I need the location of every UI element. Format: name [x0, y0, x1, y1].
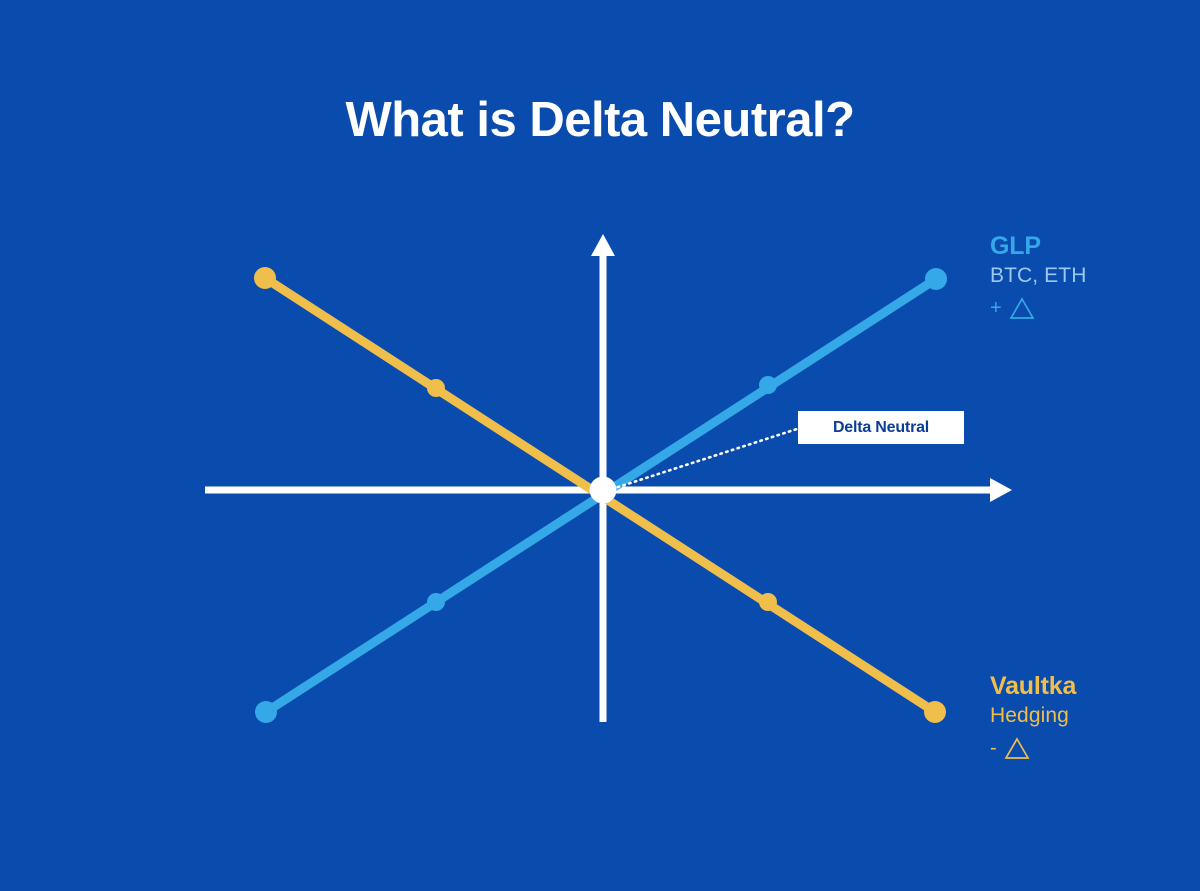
- glp-point-end: [925, 268, 947, 290]
- triangle-outline-icon: [1009, 296, 1035, 319]
- x-axis-arrowhead: [990, 478, 1012, 502]
- legend-vaultka-title: Vaultka: [990, 672, 1077, 700]
- legend-glp-title: GLP: [990, 232, 1041, 260]
- glp-point-start: [255, 701, 277, 723]
- triangle-outline-icon: [1004, 736, 1030, 759]
- y-axis-arrowhead: [591, 234, 615, 256]
- vaultka-point-start: [254, 267, 276, 289]
- glp-point-mid-upper: [759, 376, 777, 394]
- legend-glp-sign: +: [990, 297, 1002, 319]
- vaultka-point-end: [924, 701, 946, 723]
- page-title: What is Delta Neutral?: [345, 93, 855, 147]
- legend-vaultka-subtitle: Hedging: [990, 704, 1069, 727]
- origin-delta-neutral-marker: [589, 476, 617, 504]
- legend-glp-delta: +: [990, 296, 1086, 320]
- vaultka-point-mid-lower: [759, 593, 777, 611]
- glp-point-mid-lower: [427, 593, 445, 611]
- legend-vaultka-delta: -: [990, 736, 1076, 760]
- legend-glp-subtitle: BTC, ETH: [990, 264, 1087, 287]
- legend-vaultka-sign: -: [990, 737, 997, 759]
- legend-glp: GLP BTC, ETH +: [990, 231, 1086, 320]
- delta-neutral-callout: Delta Neutral: [798, 411, 964, 444]
- callout-leader-line: [610, 426, 802, 491]
- delta-neutral-callout-label: Delta Neutral: [832, 418, 930, 436]
- legend-vaultka: Vaultka Hedging -: [990, 671, 1076, 760]
- vaultka-point-mid-upper: [427, 379, 445, 397]
